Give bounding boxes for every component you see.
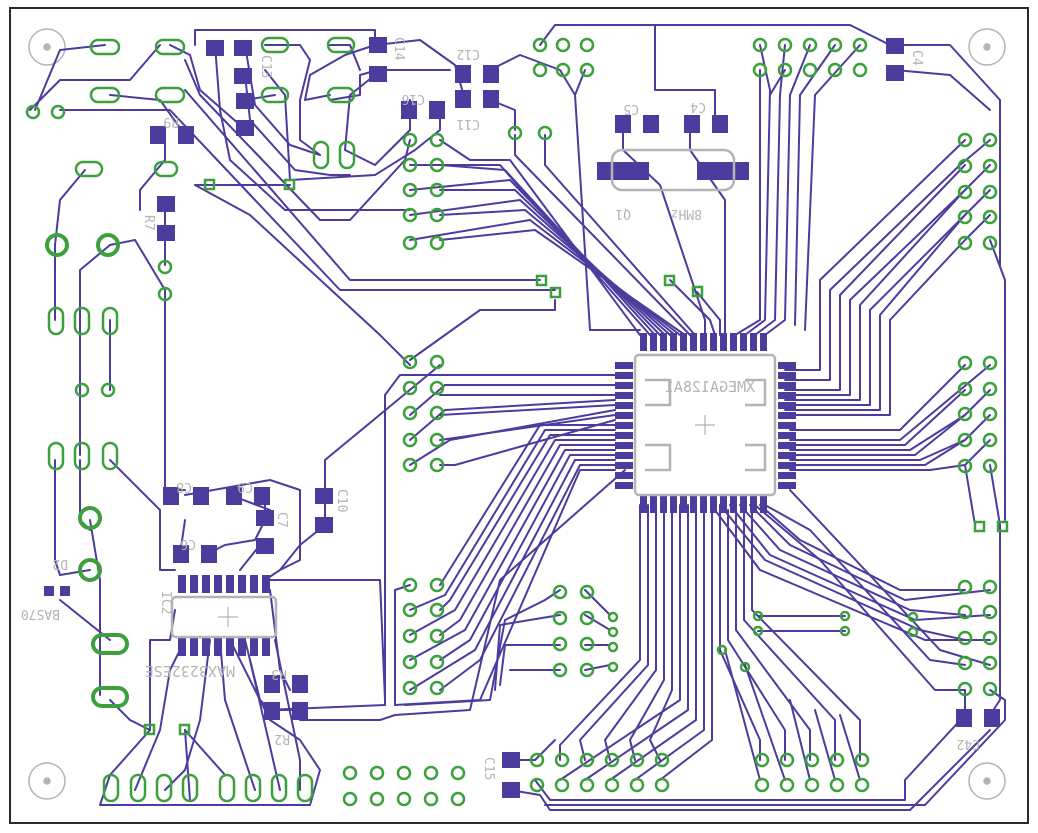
silkscreen bbox=[170, 148, 777, 639]
label-c12: C12 bbox=[457, 46, 480, 61]
tht-pads bbox=[25, 36, 1009, 807]
label-c14: C14 bbox=[391, 37, 406, 61]
label-max: MAX3232ESE bbox=[145, 662, 235, 680]
label-c5: C5 bbox=[623, 101, 639, 116]
label-bas70: BAS70 bbox=[21, 606, 60, 621]
label-c13: C13 bbox=[258, 55, 273, 78]
label-c15: C15 bbox=[481, 757, 496, 780]
label-r7: R7 bbox=[141, 215, 156, 231]
label-r9: R9 bbox=[163, 114, 179, 129]
label-r3: R3 bbox=[271, 666, 287, 681]
label-c16: C16 bbox=[402, 91, 425, 106]
smd-pads bbox=[44, 37, 1000, 798]
label-c8: C8 bbox=[176, 479, 192, 494]
crosshairs bbox=[218, 415, 715, 627]
label-ic2: IC2 bbox=[158, 591, 173, 614]
board-outline bbox=[9, 7, 1029, 824]
label-q1: Q1 bbox=[615, 206, 631, 221]
label-d2: D2 bbox=[52, 556, 68, 571]
mounting-holes bbox=[28, 28, 1006, 800]
label-r2: R2 bbox=[274, 731, 290, 746]
label-c41: C4 bbox=[909, 50, 924, 66]
label-c42: C42 bbox=[957, 736, 980, 751]
label-c4: C4 bbox=[690, 99, 706, 114]
traces bbox=[29, 24, 1006, 811]
label-c9: C9 bbox=[237, 479, 253, 494]
label-c6: C6 bbox=[180, 536, 196, 551]
label-c10: C10 bbox=[334, 489, 349, 512]
chip-label: XMEGA128A1 bbox=[665, 378, 755, 396]
silk-labels: XMEGA128A1 R9 R7 C13 C14 C12 C11 C16 C5 … bbox=[21, 37, 980, 780]
label-c11: C11 bbox=[457, 116, 480, 131]
chip-outline bbox=[633, 353, 777, 497]
label-c7: C7 bbox=[274, 512, 289, 528]
label-mhz: 8MHz bbox=[671, 206, 702, 221]
